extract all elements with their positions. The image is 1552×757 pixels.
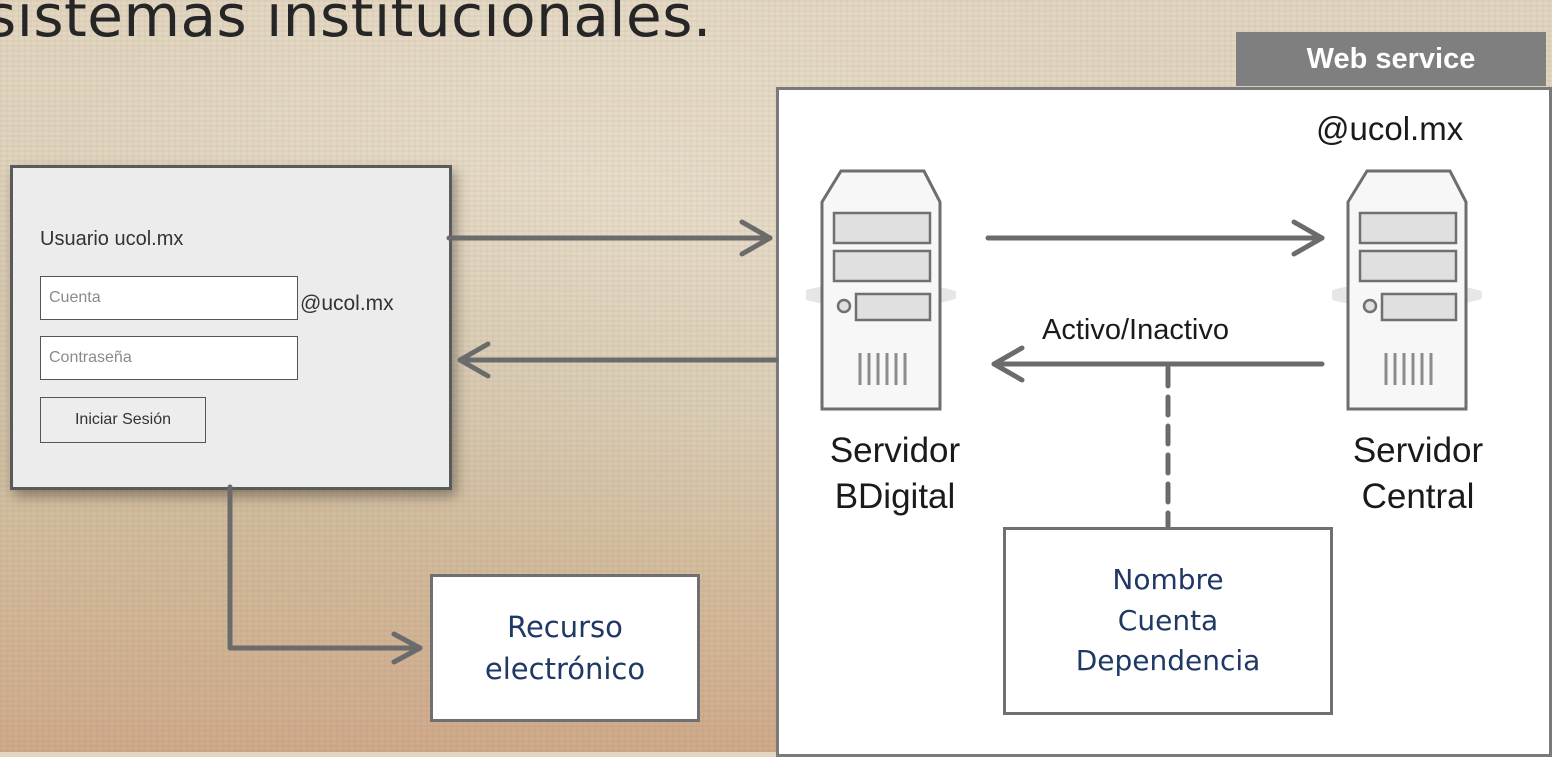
arrow-left-icon: [457, 341, 779, 379]
server-icon: [1332, 169, 1482, 411]
server-bdigital-label: Servidor BDigital: [800, 428, 990, 519]
password-input[interactable]: [40, 336, 298, 380]
page-title: sistemas institucionales.: [0, 0, 712, 50]
server-bdigital-line-1: Servidor: [829, 431, 961, 470]
server-central-line-2: Central: [1361, 476, 1475, 516]
account-input[interactable]: [40, 276, 298, 320]
resource-line-2: electrónico: [484, 652, 646, 686]
login-panel: Usuario ucol.mx @ucol.mx Iniciar Sesión: [10, 165, 452, 490]
field-name: Nombre: [1112, 563, 1224, 597]
central-domain-label: @ucol.mx: [1316, 110, 1464, 147]
web-service-tag: Web service: [1236, 32, 1546, 86]
status-label: Activo/Inactivo: [1042, 314, 1229, 346]
arrow-right-icon: [446, 219, 773, 257]
field-department: Dependencia: [1075, 644, 1261, 678]
domain-suffix: @ucol.mx: [300, 292, 394, 315]
electronic-resource-box: Recurso electrónico: [430, 574, 700, 722]
login-title: Usuario ucol.mx: [40, 228, 184, 250]
server-bdigital-line-2: BDigital: [834, 476, 956, 516]
server-icon: [806, 169, 956, 411]
login-button[interactable]: Iniciar Sesión: [40, 397, 206, 443]
resource-line-1: Recurso: [507, 609, 623, 644]
returned-data-box: Nombre Cuenta Dependencia: [1003, 527, 1333, 715]
server-central-label: Servidor Central: [1318, 428, 1518, 519]
server-central-line-1: Servidor: [1352, 431, 1484, 470]
arrow-right-icon: [227, 484, 423, 665]
field-account: Cuenta: [1117, 603, 1219, 637]
